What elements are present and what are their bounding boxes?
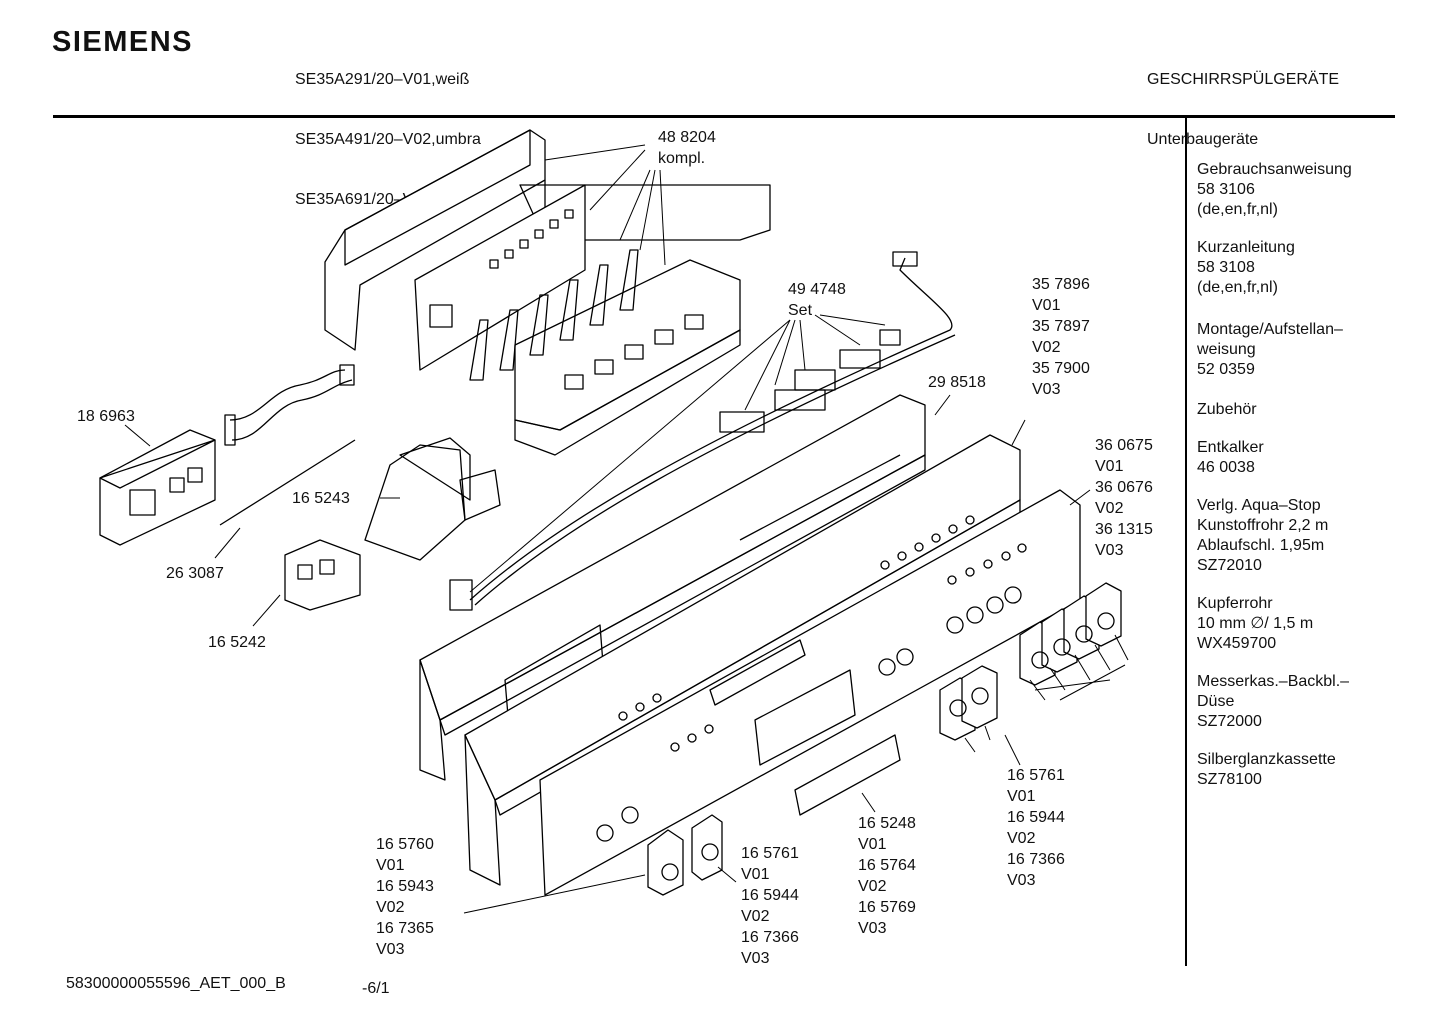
top-trim-part — [324, 129, 771, 351]
page-number: -6/1 — [362, 980, 390, 997]
category-block: GESCHIRRSPÜLGERÄTE Unterbaugeräte — [1147, 30, 1339, 170]
accessory-list: Gebrauchsanweisung 58 3106 (de,en,fr,nl)… — [1197, 160, 1352, 808]
document-id: 58300000055596_AET_000_B — [66, 975, 286, 992]
part-label-165242: 16 5242 — [208, 634, 266, 651]
accessory-item: Verlg. Aqua–Stop Kunstoffrohr 2,2 m Abla… — [1197, 497, 1329, 574]
sidebar-divider — [1185, 118, 1187, 966]
accessory-item: Kurzanleitung 58 3108 (de,en,fr,nl) — [1197, 239, 1295, 296]
part-label-357896: 35 7896 V01 35 7897 V02 35 7900 V03 — [1032, 276, 1090, 398]
accessory-item: Zubehör — [1197, 401, 1257, 418]
part-label-488204: 48 8204 kompl. — [658, 129, 716, 167]
part-label-298518: 29 8518 — [928, 374, 986, 391]
part-label-165761-right: 16 5761 V01 16 5944 V02 16 7366 V03 — [1007, 767, 1065, 889]
leader-lines — [124, 144, 1129, 914]
part-label-165760: 16 5760 V01 16 5943 V02 16 7365 V03 — [376, 836, 434, 958]
accessory-item: Silberglanzkassette SZ78100 — [1197, 751, 1336, 788]
accessory-item: Gebrauchsanweisung 58 3106 (de,en,fr,nl) — [1197, 161, 1352, 218]
display-window-part — [794, 734, 901, 816]
part-label-494748: 49 4748 Set — [788, 281, 846, 319]
part-label-165761-left: 16 5761 V01 16 5944 V02 16 7366 V03 — [741, 845, 799, 967]
part-label-165248: 16 5248 V01 16 5764 V02 16 5769 V03 — [858, 815, 916, 937]
ribbon-cable-part — [224, 364, 355, 446]
category-title: GESCHIRRSPÜLGERÄTE — [1147, 71, 1340, 88]
part-label-360675: 36 0675 V01 36 0676 V02 36 1315 V03 — [1095, 437, 1153, 559]
display-module-part — [99, 429, 216, 546]
category-subtitle: Unterbaugeräte — [1147, 131, 1259, 148]
part-label-186963: 18 6963 — [77, 408, 135, 425]
front-fascia-part — [539, 489, 1081, 896]
accessory-item: Messerkas.–Backbl.– Düse SZ72000 — [1197, 673, 1350, 730]
wiring-harness-part — [449, 251, 956, 611]
small-switch-part — [284, 539, 361, 611]
model-v02: SE35A491/20–V02,umbra — [295, 131, 481, 148]
bracket-part — [364, 437, 501, 561]
model-v01: SE35A291/20–V01,weiß — [295, 71, 470, 88]
knob-group-middle — [939, 665, 998, 741]
brand-logo: SIEMENS — [52, 26, 194, 58]
knob-group-right — [1019, 582, 1122, 686]
accessory-item: Entkalker 46 0038 — [1197, 439, 1264, 476]
part-label-263087: 26 3087 — [166, 565, 224, 582]
switch-carrier-part — [469, 249, 741, 456]
accessory-item: Montage/Aufstellan– weisung 52 0359 — [1197, 321, 1343, 378]
accessory-item: Kupferrohr 10 mm ∅/ 1,5 m WX459700 — [1197, 595, 1314, 652]
control-board-part — [414, 184, 586, 371]
part-label-165243: 16 5243 — [292, 490, 350, 507]
header-divider — [53, 115, 1395, 118]
